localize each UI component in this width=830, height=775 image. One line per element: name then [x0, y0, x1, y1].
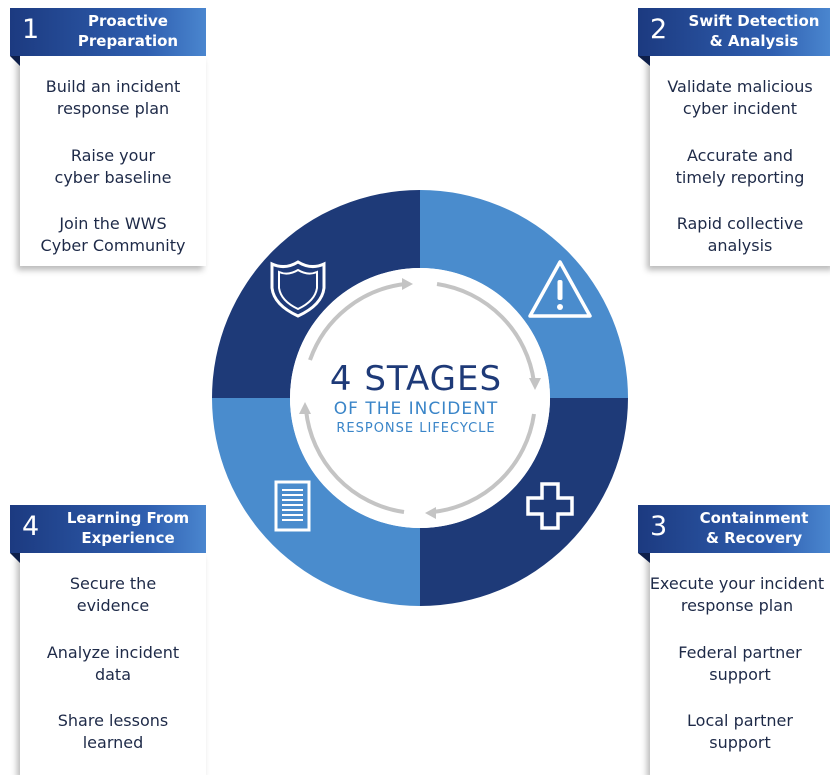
stage-3-card: Execute your incident response plan Fede… [650, 553, 830, 775]
stage-2-header: 2 Swift Detection & Analysis [638, 8, 830, 56]
quadrant-2 [420, 190, 628, 398]
stage-4-number: 4 [22, 511, 40, 542]
stage-4-header: 4 Learning From Experience [10, 505, 206, 553]
cycle-arrows [304, 282, 536, 514]
stage-3-item: Federal partner support [678, 643, 802, 684]
stage-2-card: Validate malicious cyber incident Accura… [650, 56, 830, 266]
stage-1-item: Join the WWS Cyber Community [40, 214, 186, 255]
stage-4-item: Analyze incident data [46, 643, 180, 684]
stage-1-card: Build an incident response plan Raise yo… [20, 56, 206, 266]
stage-3-number: 3 [650, 511, 668, 542]
stage-1-title: Proactive Preparation [77, 12, 179, 50]
stage-2-item: Accurate and timely reporting [675, 146, 805, 187]
quadrant-4 [212, 398, 420, 606]
stage-2-number: 2 [650, 14, 668, 45]
stage-2-item: Validate malicious cyber incident [667, 77, 813, 118]
quadrant-3 [420, 398, 628, 606]
shield-icon [270, 260, 326, 318]
stage-2-title: Swift Detection & Analysis [688, 12, 820, 50]
stage-1-item: Build an incident response plan [45, 77, 181, 118]
warning-icon [528, 260, 592, 318]
center-title-sub: OF THE INCIDENT [333, 399, 499, 419]
stage-4-item: Secure the evidence [69, 574, 157, 615]
stage-1-header: 1 Proactive Preparation [10, 8, 206, 56]
stage-1-item: Raise your cyber baseline [54, 146, 172, 187]
plus-icon [526, 482, 574, 530]
stage-3-title: Containment & Recovery [699, 509, 809, 547]
document-icon [274, 480, 311, 532]
stage-4-item: Share lessons learned [57, 711, 169, 752]
stage-4-title: Learning From Experience [66, 509, 190, 547]
stage-3-item: Execute your incident response plan [649, 574, 825, 615]
center-title-sub2: RESPONSE LIFECYCLE [336, 421, 496, 436]
stage-2-item: Rapid collective analysis [676, 214, 804, 255]
stage-4-card: Secure the evidence Analyze incident dat… [20, 553, 206, 775]
stage-3-item: Local partner support [687, 711, 793, 752]
stage-3-header: 3 Containment & Recovery [638, 505, 830, 553]
stage-1-number: 1 [22, 14, 40, 45]
center-title-main: 4 STAGES [329, 359, 503, 399]
center-title: 4 STAGES OF THE INCIDENT RESPONSE LIFECY… [296, 360, 536, 438]
